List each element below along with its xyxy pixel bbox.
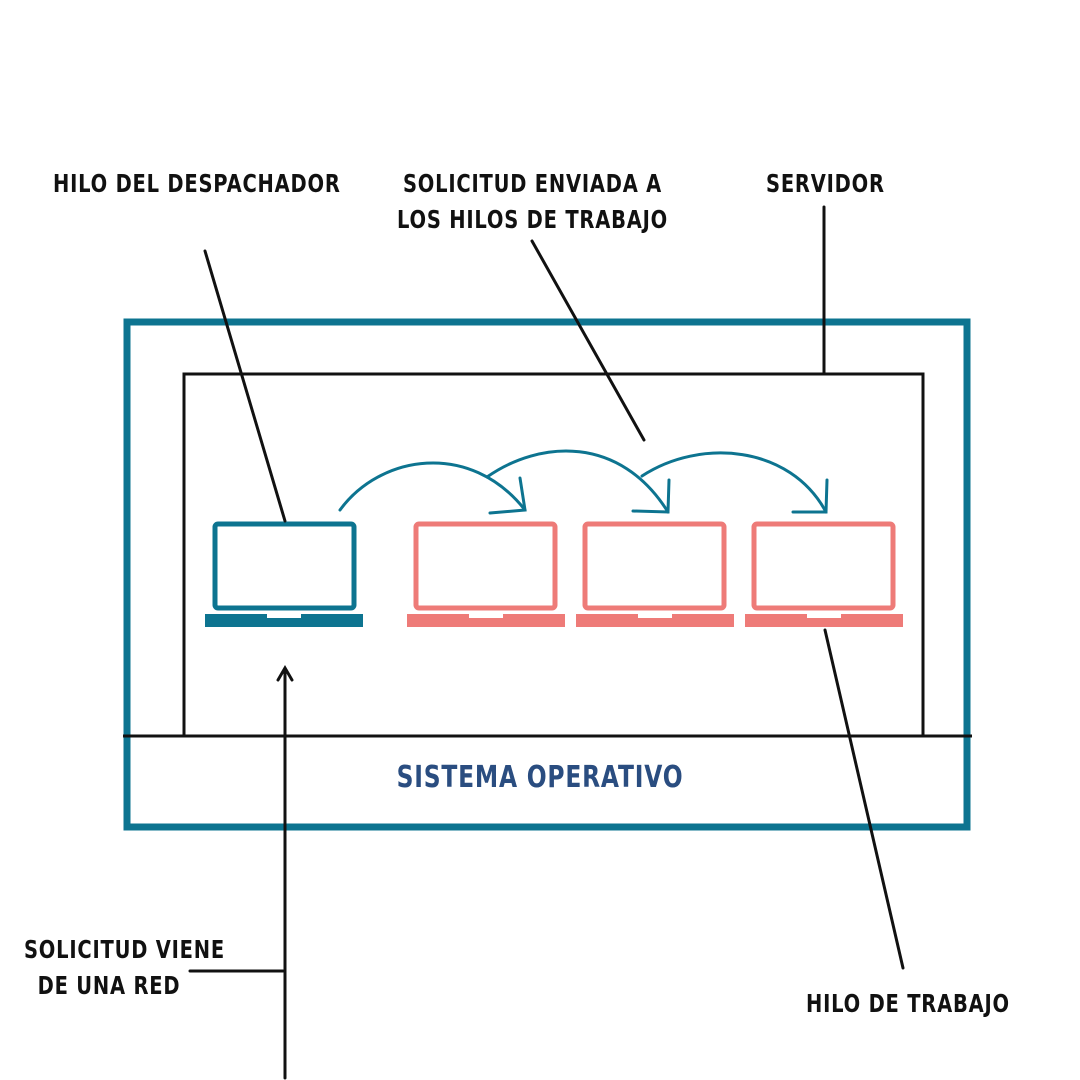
server-label: SERVIDOR	[766, 169, 885, 198]
request-from-network-label: SOLICITUD VIENE DE UNA RED	[23, 932, 225, 1004]
worker-thread-label: HILO DE TRABAJO	[806, 989, 1010, 1018]
worker-laptop-icon	[407, 521, 565, 627]
request-sent-label-line1: SOLICITUD ENVIADA A	[402, 169, 663, 198]
dispatcher-thread-label: HILO DEL DESPACHADOR	[53, 169, 341, 198]
request-sent-label-line2: LOS HILOS DE TRABAJO	[397, 205, 668, 234]
os-frame	[123, 318, 971, 831]
worker-laptop-icon	[576, 521, 734, 627]
request-from-network-label-line1: SOLICITUD VIENE	[23, 935, 225, 964]
server-box	[182, 372, 925, 736]
dispatch-arrows	[338, 449, 829, 515]
dispatcher-laptop-icon	[205, 521, 363, 627]
operating-system-label: SISTEMA OPERATIVO	[396, 760, 684, 795]
request-from-network-label-line2: DE UNA RED	[37, 971, 181, 1000]
worker-laptop-icon	[745, 521, 903, 627]
request-sent-label: SOLICITUD ENVIADA A LOS HILOS DE TRABAJO	[382, 166, 682, 238]
leader-lines	[188, 205, 905, 1080]
